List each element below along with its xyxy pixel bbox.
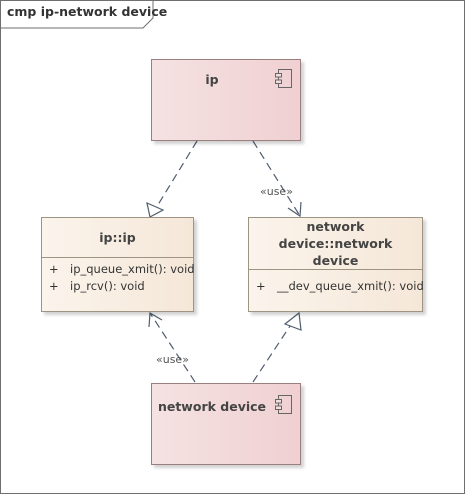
visibility-public: +	[49, 262, 59, 276]
component-network-device[interactable]: network device	[151, 383, 301, 465]
operation-signature: ip_rcv(): void	[70, 279, 145, 293]
frame-label: cmp ip-network device	[7, 4, 168, 19]
realization-line-ip-to-ipip[interactable]	[155, 140, 198, 209]
operation-signature: ip_queue_xmit(): void	[70, 262, 195, 276]
class-name: network device::network device	[249, 218, 422, 270]
component-name: ip	[205, 72, 219, 87]
class-name-line: device	[312, 253, 359, 268]
usage-line-netdev-to-ipip[interactable]	[149, 312, 196, 383]
class-name-line: network device::network	[278, 219, 393, 251]
component-ip[interactable]: ip	[151, 59, 301, 141]
class-ip-ip[interactable]: ip::ip + ip_queue_xmit(): void + ip_rcv(…	[41, 217, 195, 312]
realization-arrowhead	[283, 311, 302, 331]
realization-arrowhead	[146, 201, 165, 218]
usage-arrowhead	[148, 311, 163, 328]
visibility-public: +	[49, 279, 59, 293]
component-icon	[275, 69, 292, 88]
use-stereotype-label: «use»	[260, 185, 293, 198]
operation-signature: __dev_queue_xmit(): void	[277, 279, 424, 293]
usage-line-ip-to-netdev[interactable]	[252, 140, 301, 217]
component-name: network device	[157, 399, 267, 414]
usage-arrowhead	[287, 201, 302, 218]
class-network-device[interactable]: network device::network device + __dev_q…	[248, 217, 424, 312]
component-icon	[275, 395, 292, 414]
class-name: ip::ip	[42, 218, 193, 258]
visibility-public: +	[256, 279, 266, 293]
realization-line-netdev-to-netdev-class[interactable]	[252, 322, 293, 383]
use-stereotype-label: «use»	[156, 353, 189, 366]
